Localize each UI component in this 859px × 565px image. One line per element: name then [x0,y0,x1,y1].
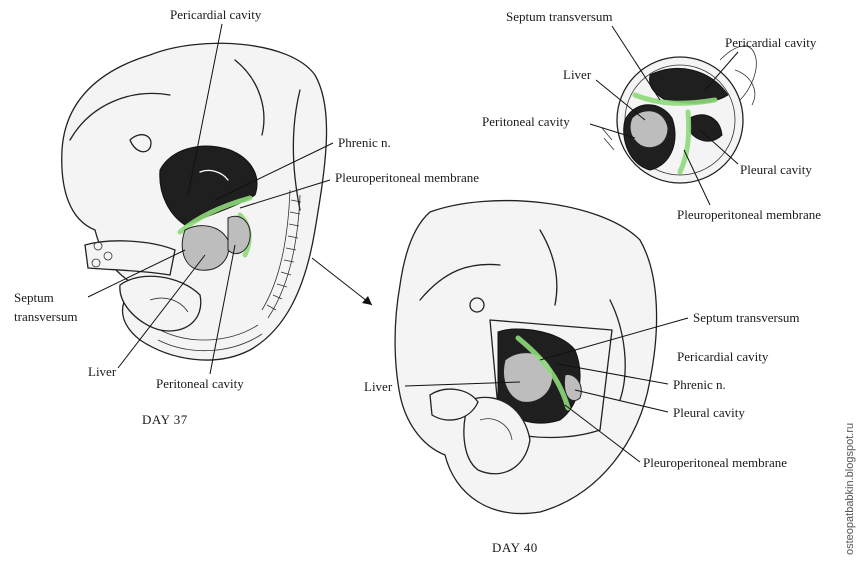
day40-caption: DAY 40 [492,540,538,555]
day40-embryo-illustration [394,199,658,514]
day37-embryo-illustration [61,42,328,361]
section-peritoneal-cavity-label: Peritoneal cavity [482,114,570,129]
day37-septum-label-line1: Septum [14,290,54,305]
day40-septum-transversum-label: Septum transversum [693,310,800,325]
day37-peritoneal-cavity-label: Peritoneal cavity [156,376,244,391]
progression-arrow [311,257,373,306]
day37-leader-lines [87,23,334,375]
section-pericardial-cavity-label: Pericardial cavity [725,35,817,50]
day37-phrenic-n-label: Phrenic n. [338,135,391,150]
day37-pericardial-cavity-label: Pericardial cavity [170,7,262,22]
section-illustration [601,45,757,184]
day40-leader-lines [404,317,689,463]
day40-pericardial-cavity-label: Pericardial cavity [677,349,769,364]
day37-pleuroperitoneal-membrane-label: Pleuroperitoneal membrane [335,170,479,185]
day37-septum-label-line2: transversum [14,309,78,324]
section-pleuroperitoneal-membrane-label: Pleuroperitoneal membrane [677,207,821,222]
day37-caption: DAY 37 [142,412,188,427]
watermark-text: osteopatbabkin.blogspot.ru [844,423,856,555]
day40-pleuroperitoneal-membrane-label: Pleuroperitoneal membrane [643,455,787,470]
day37-liver-label: Liver [88,364,117,379]
day40-liver-label: Liver [364,379,393,394]
day40-pleural-cavity-label: Pleural cavity [673,405,745,420]
section-septum-transversum-label: Septum transversum [506,9,613,24]
section-pleural-cavity-label: Pleural cavity [740,162,812,177]
section-leader-lines [589,25,739,206]
day40-phrenic-n-label: Phrenic n. [673,377,726,392]
section-liver-label: Liver [563,67,592,82]
